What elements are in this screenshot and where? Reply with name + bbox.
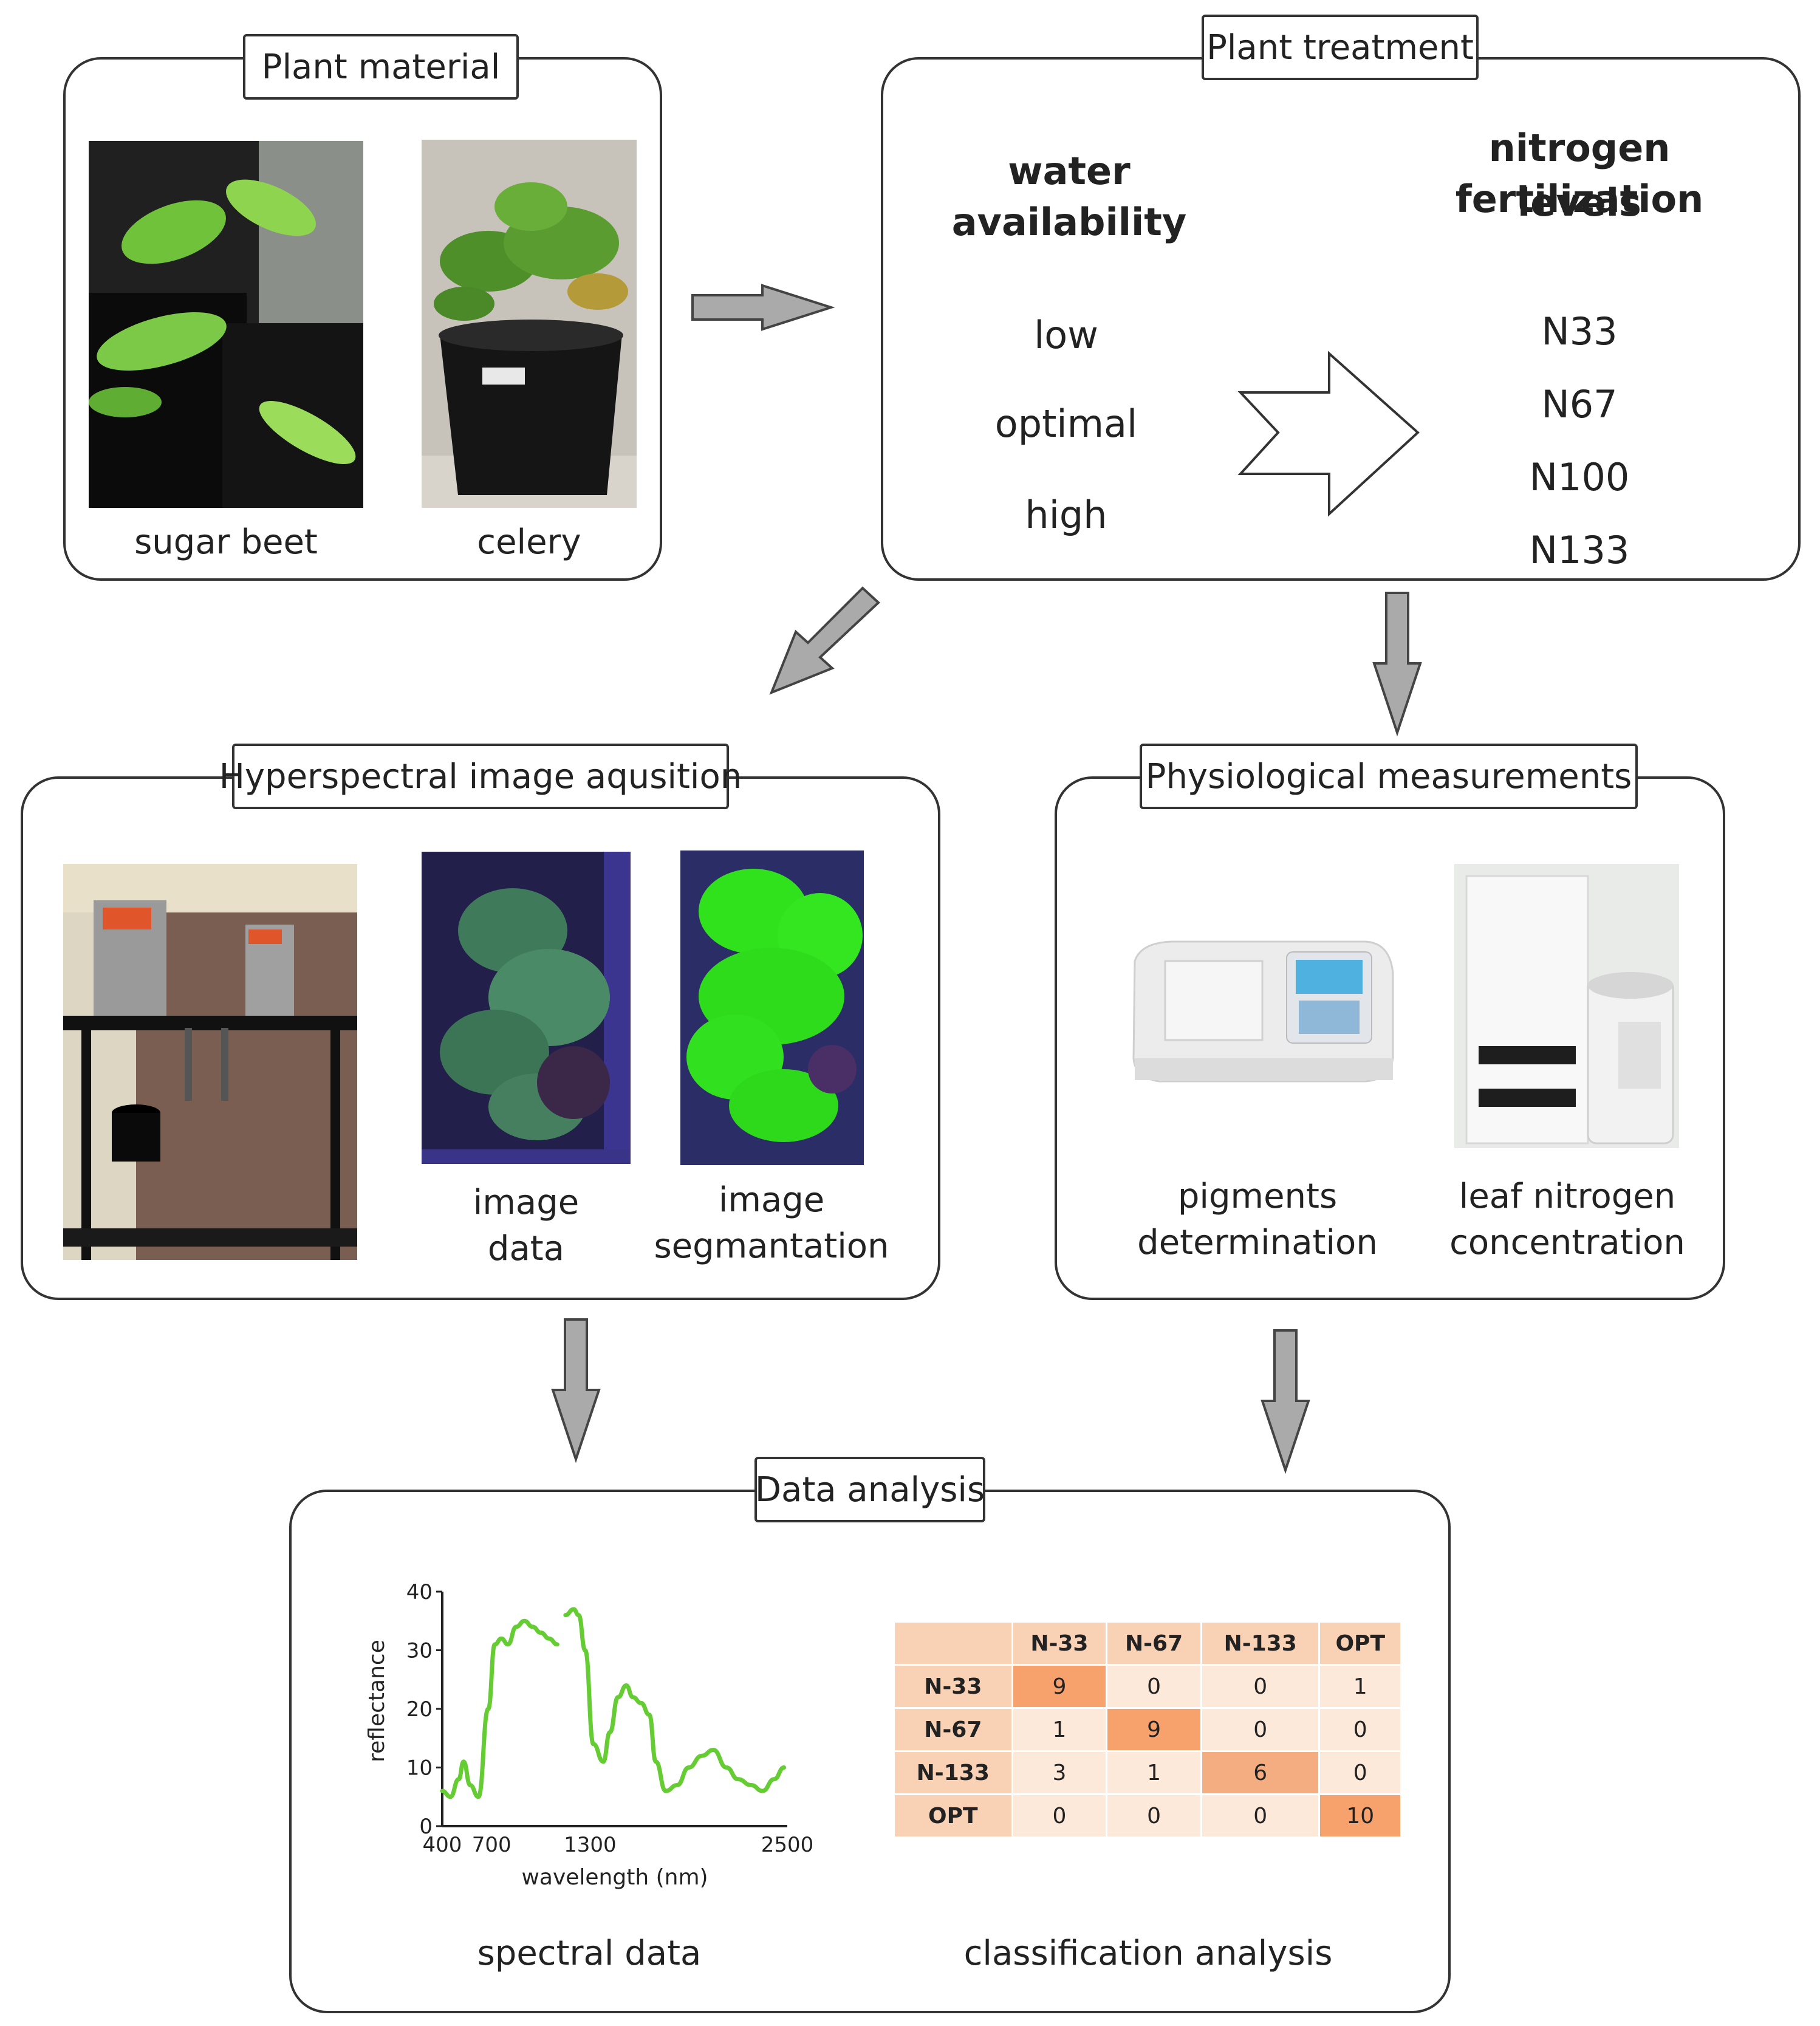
matrix-column-header: OPT [1318,1621,1402,1666]
image-data-photo [422,852,631,1164]
sugar-beet-photo [89,141,363,508]
matrix-cell: 0 [1318,1707,1402,1752]
pigments-label-line1: pigments [1177,1177,1338,1216]
matrix-cell: 0 [1200,1664,1321,1709]
matrix-cell: 0 [1106,1664,1202,1709]
nitrogen-level-n33: N33 [1541,309,1618,354]
celery-label: celery [477,522,581,562]
leaf-nitrogen-label-line1: leaf nitrogen [1459,1177,1676,1216]
matrix-cell: 3 [1011,1750,1108,1795]
nitrogen-header-line1: nitrogen fertilization [1455,126,1704,221]
nitrogen-level-n100: N100 [1529,455,1630,499]
matrix-column-header: N-67 [1106,1621,1202,1666]
sugar-beet-label: sugar beet [134,522,318,562]
water-level-optimal: optimal [994,402,1138,446]
arrow-material-to-treatment [691,284,835,331]
arrow-physiological-to-analysis [1261,1329,1310,1474]
arrow-hyperspectral-to-analysis [551,1318,601,1463]
spectral-data-caption: spectral data [477,1934,702,1973]
matrix-column-header [893,1621,1013,1666]
plant-material-title: Plant material [243,34,519,100]
physiological-title: Physiological measurements [1140,744,1638,809]
nitrogen-analyzer-photo [1454,864,1679,1148]
matrix-cell: 9 [1011,1664,1108,1709]
image-segmentation-label-line2: segmantation [654,1227,889,1266]
spectrophotometer-photo [1123,937,1395,1092]
nitrogen-header-line2: levels [1517,180,1641,225]
matrix-cell: 1 [1106,1750,1202,1795]
matrix-column-header: N-33 [1011,1621,1108,1666]
plant-treatment-title: Plant treatment [1202,15,1479,80]
matrix-cell: 9 [1106,1707,1202,1752]
matrix-cell: 1 [1318,1664,1402,1709]
arrow-treatment-to-hyperspectral [769,586,880,695]
image-data-label-line1: image [473,1183,580,1222]
matrix-row-header: N-67 [893,1707,1013,1752]
celery-photo [422,140,637,508]
data-analysis-title: Data analysis [754,1457,985,1522]
camera-setup-photo [63,864,357,1260]
matrix-row-header: OPT [893,1793,1013,1838]
matrix-cell: 6 [1200,1750,1321,1795]
matrix-column-header: N-133 [1200,1621,1321,1666]
nitrogen-level-n133: N133 [1529,528,1630,572]
matrix-cell: 0 [1011,1793,1108,1838]
image-segmentation-label-line1: image [718,1180,825,1220]
matrix-cell: 10 [1318,1793,1402,1838]
classification-analysis-caption: classification analysis [963,1934,1333,1973]
arrow-treatment-to-physiological [1372,592,1422,737]
image-data-label-line2: data [487,1229,565,1268]
water-availability-header: water availability [951,149,1187,244]
leaf-nitrogen-label-line2: concentration [1449,1223,1685,1262]
water-level-low: low [1034,313,1098,357]
image-segmentation-photo [680,850,864,1165]
water-level-high: high [1025,493,1107,537]
pigments-label-line2: determination [1137,1223,1378,1262]
matrix-cell: 1 [1011,1707,1108,1752]
matrix-cell: 0 [1106,1793,1202,1838]
hyperspectral-title: Hyperspectral image aqusition [219,744,742,809]
nitrogen-level-n67: N67 [1541,382,1618,426]
matrix-cell: 0 [1200,1793,1321,1838]
matrix-row-header: N-33 [893,1664,1013,1709]
matrix-cell: 0 [1318,1750,1402,1795]
matrix-cell: 0 [1200,1707,1321,1752]
matrix-row-header: N-133 [893,1750,1013,1795]
